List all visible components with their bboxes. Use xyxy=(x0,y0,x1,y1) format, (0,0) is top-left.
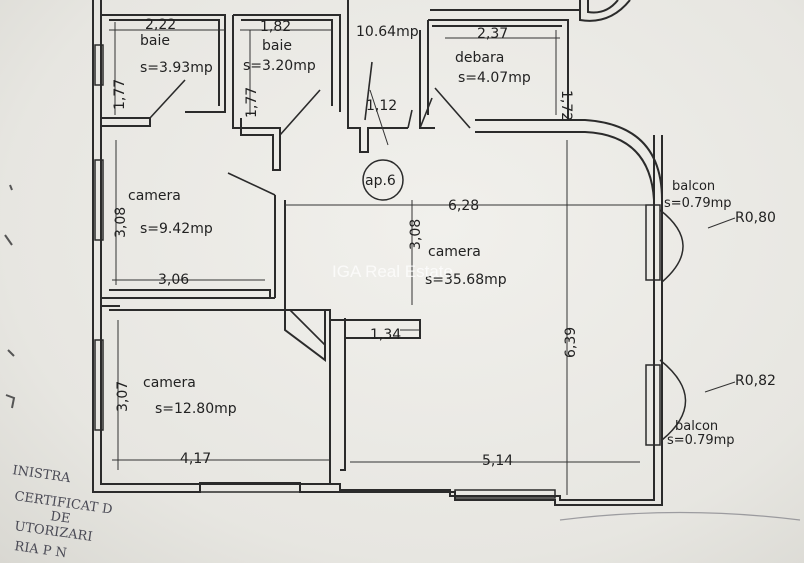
apartment-tag: ap.6 xyxy=(362,159,404,201)
dimension-labels: 2,22 1,82 10.64mp 2,37 1,77 1,77 1,72 1,… xyxy=(112,17,776,469)
dim-label: 1,77 xyxy=(244,87,260,118)
dim-label: 3,06 xyxy=(158,272,189,288)
room-area-camera-1: s=9.42mp xyxy=(140,221,213,237)
room-name-baie-2: baie xyxy=(262,38,292,54)
room-area-camera-2: s=35.68mp xyxy=(425,272,507,288)
binding-marks xyxy=(4,184,16,409)
dim-label: 2,37 xyxy=(477,26,508,42)
dim-label: 6,39 xyxy=(563,327,579,358)
radius-label: R0,80 xyxy=(735,210,776,226)
balcony-windows xyxy=(94,44,687,499)
dim-label: 2,22 xyxy=(145,17,176,33)
dim-label: 6,28 xyxy=(448,198,479,214)
dim-label: 3,08 xyxy=(113,207,129,238)
room-name-debara: debara xyxy=(455,50,504,66)
dim-label: 10.64mp xyxy=(356,24,419,40)
apartment-label: ap.6 xyxy=(365,173,396,189)
dim-label: 1,82 xyxy=(260,19,291,35)
interior-walls xyxy=(101,0,569,484)
watermark: IGA Real Estate xyxy=(332,262,453,281)
dim-label: 3,07 xyxy=(115,381,131,412)
stamp-line: DE xyxy=(49,509,71,527)
room-name-camera-2: camera xyxy=(428,244,481,260)
dim-label: 3,08 xyxy=(408,219,424,250)
dim-label: 5,14 xyxy=(482,453,513,469)
room-labels: baie s=3.93mp baie s=3.20mp debara s=4.0… xyxy=(128,33,735,448)
stamp-line: RIA P N xyxy=(13,539,67,561)
stamp: INISTRA CERTIFICAT D DE UTORIZARI RIA P … xyxy=(11,463,801,561)
dim-label: 1,34 xyxy=(370,327,401,343)
room-area-balcon-1: s=0.79mp xyxy=(664,196,732,211)
room-name-camera-1: camera xyxy=(128,188,181,204)
room-area-balcon-2: s=0.79mp xyxy=(667,433,735,448)
room-area-baie-1: s=3.93mp xyxy=(140,60,213,76)
room-name-baie-1: baie xyxy=(140,33,170,49)
dim-label: 1,72 xyxy=(558,90,574,121)
room-name-balcon-1: balcon xyxy=(672,179,715,194)
room-area-camera-3: s=12.80mp xyxy=(155,401,237,417)
stamp-line: INISTRA xyxy=(11,463,72,486)
room-name-balcon-2: balcon xyxy=(675,419,718,434)
dim-label: 4,17 xyxy=(180,451,211,467)
radius-label: R0,82 xyxy=(735,373,776,389)
room-name-camera-3: camera xyxy=(143,375,196,391)
dim-label: 1,77 xyxy=(112,79,128,110)
room-area-baie-2: s=3.20mp xyxy=(243,58,316,74)
room-area-debara: s=4.07mp xyxy=(458,70,531,86)
dim-label: 1,12 xyxy=(366,98,397,114)
door-swings xyxy=(149,61,471,346)
dimension-lines xyxy=(109,22,650,495)
